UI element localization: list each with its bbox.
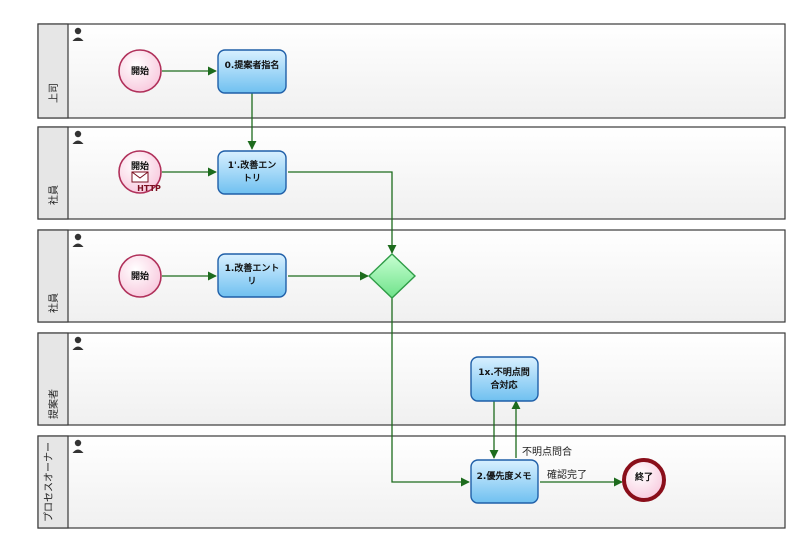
task-label: 1.改善エント [225, 262, 280, 274]
task-label: 1x.不明点問 [478, 366, 530, 378]
start-event-2-http[interactable]: 開始 HTTP [118, 150, 162, 194]
lane-body [37, 126, 786, 220]
task-1prime-improvement-entry[interactable]: 1'.改善エン トリ [217, 150, 287, 195]
task-label: 0.提案者指名 [225, 59, 280, 71]
flow-label-confirmed: 確認完了 [547, 468, 587, 481]
person-icon [72, 336, 84, 350]
task-label: 合対応 [490, 379, 517, 391]
task-label: リ [247, 276, 256, 287]
exclusive-gateway[interactable] [367, 253, 417, 299]
task-2-priority-memo[interactable]: 2.優先度メモ [470, 459, 539, 504]
lane-label: 社員 [47, 185, 60, 205]
task-1x-inquiry-response[interactable]: 1x.不明点問 合対応 [470, 356, 539, 402]
end-event-label: 終了 [635, 471, 653, 483]
sequence-flows [162, 66, 623, 487]
person-icon [72, 439, 84, 453]
task-0-assign-proposer[interactable]: 0.提案者指名 [217, 49, 287, 94]
http-badge: HTTP [137, 184, 161, 193]
flow-t1p-to-gateway[interactable] [288, 171, 397, 254]
flow-gateway-to-t2[interactable] [391, 298, 470, 487]
lane-proposer: 提案者 [37, 332, 786, 426]
task-label: 1'.改善エン [228, 159, 276, 171]
message-icon [131, 171, 149, 183]
start-event-label: 開始 [131, 65, 149, 77]
lane-label-text: プロセスオーナー [43, 442, 55, 522]
lane-body [37, 332, 786, 426]
task-label: 2.優先度メモ [477, 470, 532, 482]
start-event-label: 開始 [131, 270, 149, 282]
lane-label: 上司 [48, 83, 60, 103]
lane-header [37, 332, 69, 426]
lane-header [37, 229, 69, 323]
person-icon [72, 130, 84, 144]
start-event-3[interactable]: 開始 [118, 254, 162, 298]
task-1-improvement-entry[interactable]: 1.改善エント リ [217, 253, 287, 298]
lane-employee-1: 社員 [37, 126, 786, 220]
lane-label: 提案者 [47, 389, 60, 419]
lane-header [37, 435, 69, 529]
lane-header [37, 126, 69, 220]
task-label: トリ [243, 173, 261, 184]
person-icon [72, 233, 84, 247]
start-event-1[interactable]: 開始 [118, 49, 162, 93]
end-event[interactable]: 終了 [622, 458, 666, 502]
person-icon [72, 27, 84, 41]
lane-label: プロセスオーナー [43, 442, 55, 522]
lane-header [37, 23, 69, 119]
lane-label: 社員 [47, 293, 60, 313]
start-event-label: 開始 [131, 160, 149, 172]
flow-label-inquiry: 不明点問合 [522, 445, 572, 458]
